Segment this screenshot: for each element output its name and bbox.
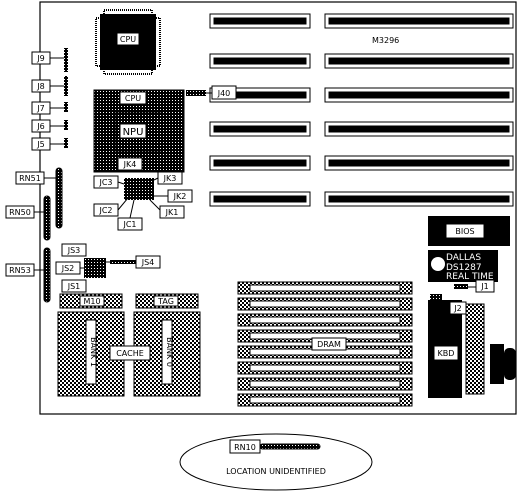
jc1-label: JC1: [122, 220, 136, 229]
rn50-label: RN50: [9, 208, 31, 217]
dallas-label: DALLAS: [446, 253, 481, 263]
j6-label: J6: [36, 122, 44, 131]
jk1-label: JK1: [165, 208, 179, 217]
jk-jc-jumpers: JK4 JC3 JK3 JC2 JK2 JK1 JC1: [93, 157, 193, 231]
cache-label: CACHE: [116, 349, 144, 358]
j1-label: J1: [480, 282, 488, 291]
rn53-label: RN53: [9, 266, 31, 275]
bios-chip: BIOS: [428, 216, 510, 246]
j7-label: J7: [36, 104, 44, 113]
location-caption: LOCATION UNIDENTIFIED: [226, 467, 326, 476]
j8-label: J8: [36, 82, 44, 91]
j5-label: J5: [36, 140, 44, 149]
dram-slots: [237, 281, 413, 407]
j2-label: J2: [453, 304, 461, 313]
jc2-label: JC2: [98, 206, 112, 215]
board-model-label: M3296: [372, 36, 399, 45]
j9-label: J9: [36, 54, 44, 63]
js3-label: JS3: [67, 246, 81, 255]
dallas-rtc-label: REAL TIME: [446, 272, 494, 282]
kbd-label: KBD: [438, 349, 455, 358]
jk4-label: JK4: [123, 160, 137, 169]
js4-label: JS4: [141, 258, 155, 267]
dallas-rtc-chip: DALLAS DS1287 REAL TIME: [428, 250, 498, 282]
expansion-slots: M3296: [209, 13, 514, 207]
rn10-label: RN10: [234, 443, 256, 452]
bank1-label: BANK 1: [89, 337, 98, 367]
jk2-label: JK2: [173, 192, 187, 201]
jc3-label: JC3: [98, 178, 112, 187]
tag-label: TAG: [157, 297, 174, 306]
bank0-label: BANK 0: [165, 337, 174, 367]
j40-label: J40: [217, 89, 231, 98]
dallas-part-label: DS1287: [446, 263, 482, 273]
npu-label: NPU: [123, 127, 144, 138]
left-jumpers: J9 J8 J7 J6 J5: [31, 48, 68, 151]
cache-area: M10 TAG BANK 1 BANK 0 CACHE: [57, 293, 201, 397]
rn51-label: RN51: [19, 174, 41, 183]
cpu-chip: CPU: [95, 9, 161, 75]
j1-connector: J1: [454, 279, 495, 293]
cpu-label: CPU: [120, 35, 136, 44]
dram-label: DRAM: [317, 340, 341, 349]
js2-label: JS2: [61, 264, 75, 273]
kbd-area: KBD J2: [428, 294, 516, 398]
unidentified-location-callout: RN10 LOCATION UNIDENTIFIED: [179, 433, 373, 491]
m10-label: M10: [83, 297, 100, 306]
bios-label: BIOS: [455, 227, 474, 236]
resistor-networks: RN51 RN50 RN53: [5, 167, 63, 303]
cpu-socket-label: CPU: [125, 94, 141, 103]
js-jumpers: JS3 JS2 JS4 JS1: [55, 243, 161, 293]
js1-label: JS1: [67, 282, 81, 291]
jk3-label: JK3: [163, 174, 177, 183]
